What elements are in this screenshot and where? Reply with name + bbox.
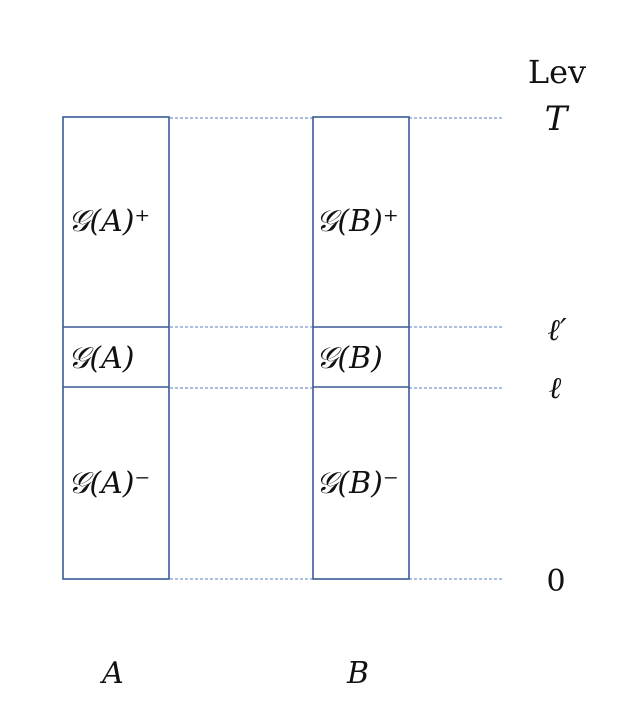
column-a-name: A xyxy=(99,656,124,691)
column-a-box xyxy=(62,116,170,580)
column-b-lower-label: 𝒢(B)⁻ xyxy=(316,466,399,501)
column-a-middle-label: 𝒢(A) xyxy=(68,341,134,376)
column-b-box xyxy=(312,116,410,580)
level-label-l: ℓ xyxy=(549,371,562,406)
column-b-name: B xyxy=(346,656,369,691)
level-label-zero: 0 xyxy=(546,564,565,599)
level-axis: Lev T ℓ′ ℓ 0 xyxy=(528,53,586,599)
level-label-top: T xyxy=(545,99,570,139)
column-b: 𝒢(B)⁺ 𝒢(B) 𝒢(B)⁻ B xyxy=(312,116,410,691)
column-a-lower-label: 𝒢(A)⁻ xyxy=(68,466,150,501)
level-label-l-prime: ℓ′ xyxy=(547,313,566,348)
column-a: 𝒢(A)⁺ 𝒢(A) 𝒢(A)⁻ A xyxy=(62,116,170,691)
column-a-upper-label: 𝒢(A)⁺ xyxy=(68,204,150,239)
column-b-middle-label: 𝒢(B) xyxy=(316,341,383,376)
level-header: Lev xyxy=(528,53,586,91)
column-b-upper-label: 𝒢(B)⁺ xyxy=(316,204,399,239)
